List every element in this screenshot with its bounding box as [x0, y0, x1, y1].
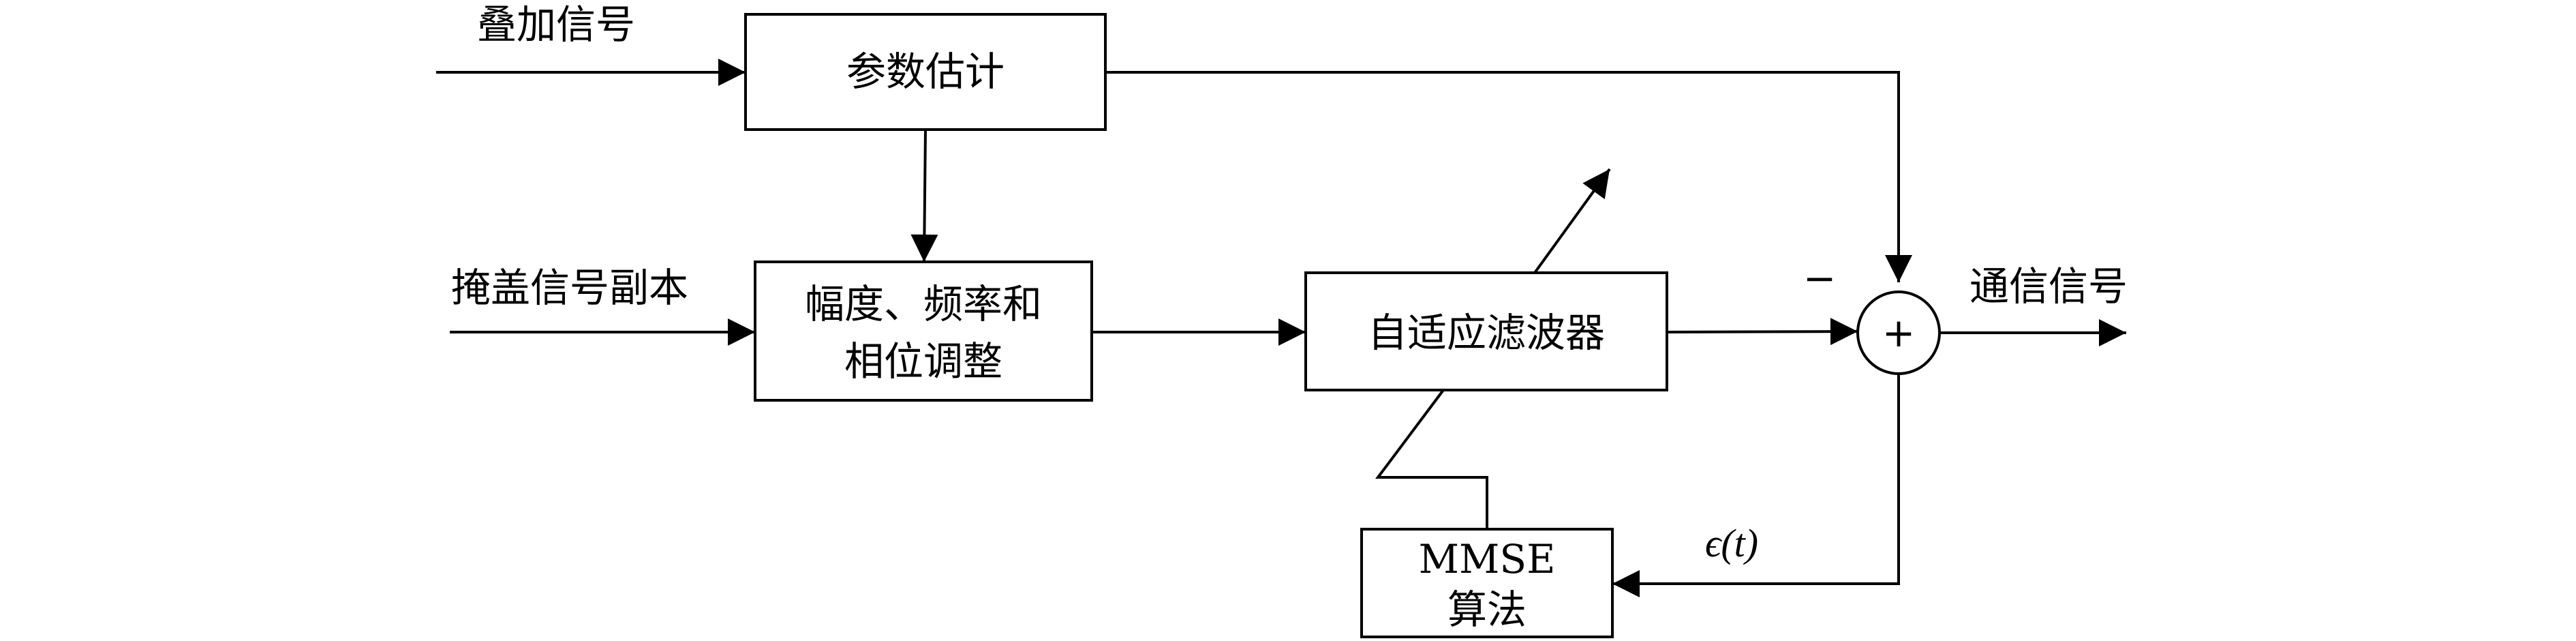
adjust-label-line2: 相位调整 [844, 338, 1002, 385]
masking-signal-copy-label: 掩盖信号副本 [451, 265, 688, 311]
adjust-label-line1: 幅度、频率和 [805, 281, 1042, 327]
plus-sign: + [1882, 310, 1916, 356]
comm-signal-label: 通信信号 [1969, 263, 2128, 310]
mmse-feedback-line [1375, 389, 1488, 529]
mmse-label-line1: MMSE [1419, 536, 1556, 582]
param-estimation-block: 参数估计 [744, 13, 1107, 131]
error-feedback-arrow [1612, 374, 1900, 597]
amp-freq-phase-adjust-block: 幅度、频率和 相位调整 [754, 260, 1093, 402]
adaptive-filter-label: 自适应滤波器 [1368, 310, 1605, 356]
mmse-algorithm-block: MMSE 算法 [1360, 528, 1614, 638]
minus-sign: − [1803, 255, 1837, 301]
param-estimation-label: 参数估计 [846, 48, 1005, 95]
superposed-signal-label: 叠加信号 [477, 1, 635, 48]
summing-junction: + [1856, 290, 1941, 375]
param-to-adjust-arrow [910, 129, 938, 263]
mmse-label-line2: 算法 [1447, 586, 1527, 633]
adaptive-filter-block: 自适应滤波器 [1304, 271, 1668, 391]
adjustable-arrow [1533, 168, 1611, 274]
param-to-sum-arrow [1105, 71, 1912, 282]
error-signal-label: ϵ(t) [1705, 521, 1758, 565]
filter-to-sum-arrow [1666, 318, 1858, 346]
